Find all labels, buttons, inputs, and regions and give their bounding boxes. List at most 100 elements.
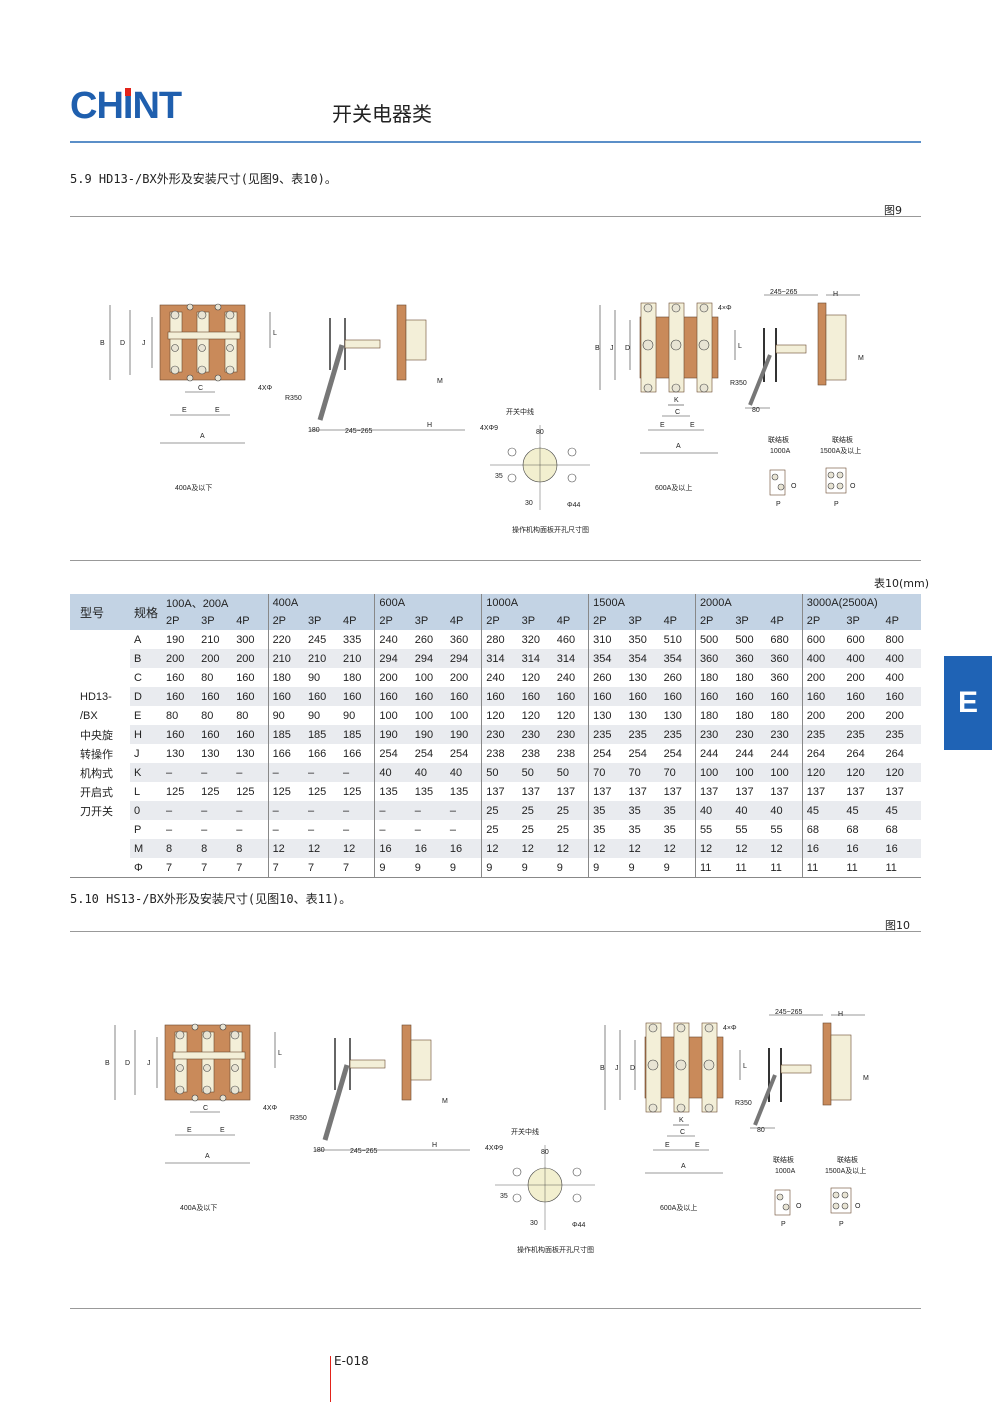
value-cell: 12: [659, 839, 696, 858]
value-cell: 120: [521, 671, 540, 684]
section-title-5-9: 5.9 HD13-/BX外形及安装尺寸(见图9、表10)。: [70, 172, 337, 186]
bolt: [170, 365, 180, 375]
mount-hole: [567, 473, 577, 483]
value-cell: 245: [307, 633, 327, 646]
value-cell: 314: [552, 649, 589, 668]
bolt: [176, 1064, 184, 1072]
value-cell: –: [197, 763, 233, 782]
dimension-label: O: [850, 483, 856, 490]
value-cell: 35: [588, 801, 625, 820]
table-caption: 表10(mm): [874, 577, 930, 590]
link-plate-1000: [769, 469, 786, 496]
value-cell: 800: [885, 633, 904, 646]
value-cell: 12: [766, 839, 803, 858]
value-cell: 166: [267, 744, 304, 763]
blade: [201, 1031, 215, 1093]
bolt: [186, 374, 194, 382]
dimension-label: Φ44: [572, 1222, 585, 1229]
value-cell: 500: [694, 630, 732, 649]
value-cell: 400: [881, 649, 921, 668]
bolt: [699, 383, 709, 393]
value-cell: 244: [735, 747, 754, 760]
dimension-label: E: [182, 407, 187, 414]
value-cell: 120: [556, 709, 576, 722]
value-cell: 160: [303, 687, 340, 706]
value-cell: 210: [303, 649, 340, 668]
value-cell: 12: [694, 839, 732, 858]
value-cell: –: [232, 801, 269, 820]
value-cell: 8: [197, 839, 233, 858]
bolt: [675, 1059, 687, 1071]
bolt: [230, 1085, 240, 1095]
value-cell: 25: [517, 801, 553, 820]
value-cell: 240: [556, 671, 576, 684]
handle: [753, 1074, 777, 1126]
section-e-tab[interactable]: E: [944, 656, 992, 750]
mechanism: [825, 314, 847, 381]
dimension-key: M: [130, 839, 162, 858]
mount-hole: [572, 1167, 582, 1177]
dimension-label: 4×Φ: [723, 1025, 737, 1032]
value-cell: 160: [197, 725, 233, 744]
model-cell: 刀开关: [80, 805, 113, 818]
dimension-label: O: [855, 1203, 861, 1210]
dimension-label: E: [220, 1127, 225, 1134]
section-title-5-10: 5.10 HS13-/BX外形及安装尺寸(见图10、表11)。: [70, 892, 352, 906]
shaft: [349, 1059, 386, 1069]
pole-header: 2P: [694, 612, 732, 630]
dimension-label: 245~265: [770, 289, 798, 296]
value-cell: 12: [624, 839, 660, 858]
link-plate-1500: [825, 467, 847, 494]
value-cell: 210: [201, 633, 220, 646]
value-cell: 9: [410, 858, 446, 878]
dimension-label: E: [695, 1142, 700, 1149]
pole-header: 4P: [445, 612, 482, 630]
value-cell: 130: [588, 706, 625, 725]
value-cell: 230: [694, 725, 732, 744]
value-cell: 12: [481, 839, 518, 858]
value-cell: 45: [842, 801, 882, 820]
mount-hole: [512, 1193, 522, 1203]
model-cell: HD13-: [80, 690, 112, 703]
bolt: [671, 383, 681, 393]
value-cell: –: [267, 763, 304, 782]
bolt: [643, 383, 653, 393]
value-cell: 80: [201, 709, 214, 722]
blade: [224, 311, 238, 373]
value-cell: 200: [885, 709, 904, 722]
pole-header: 3P: [624, 612, 660, 630]
value-cell: 120: [521, 709, 540, 722]
dimension-label: P: [839, 1221, 844, 1228]
pole-header: 4P: [766, 612, 803, 630]
value-cell: 68: [801, 820, 843, 839]
value-cell: 7: [303, 858, 340, 878]
value-cell: 12: [731, 839, 767, 858]
dimension-label: 35: [500, 1193, 508, 1200]
value-cell: 166: [307, 747, 327, 760]
value-cell: 12: [517, 839, 553, 858]
value-cell: 125: [236, 785, 255, 798]
pole-header: 2P: [374, 612, 411, 630]
pole-header: 3P: [731, 612, 767, 630]
value-cell: 100: [449, 709, 469, 722]
dimension-key: A: [134, 633, 142, 646]
dimension-label: J: [610, 345, 614, 352]
mount-hole: [507, 447, 517, 457]
value-cell: 240: [481, 668, 518, 687]
value-cell: 294: [410, 649, 446, 668]
spec-header: 规格: [130, 594, 162, 630]
dimension-label: M: [437, 378, 443, 385]
value-cell: –: [162, 801, 198, 820]
page-number: E-018: [334, 1354, 369, 1368]
dimension-label: B: [100, 340, 105, 347]
bolt: [225, 310, 235, 320]
cutout-caption: 操作机构面板开孔尺寸图: [517, 1245, 594, 1254]
value-cell: 510: [663, 633, 682, 646]
bolt: [777, 483, 785, 491]
dimension-label: P: [776, 501, 781, 508]
value-cell: 137: [663, 785, 682, 798]
link-plate-label: 联结板: [773, 1155, 794, 1164]
value-cell: 360: [766, 649, 803, 668]
value-cell: 180: [694, 668, 732, 687]
